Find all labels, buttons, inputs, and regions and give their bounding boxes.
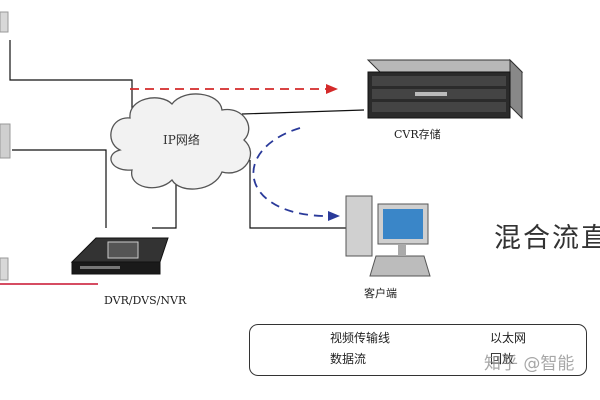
dvr-device	[70, 237, 169, 275]
camera-device-middle	[0, 123, 11, 159]
cvr-storage-device	[366, 58, 524, 120]
data-stream-arrow	[130, 84, 338, 94]
legend-data-stream-label: 数据流	[330, 352, 367, 366]
ethernet-lines	[9, 40, 365, 229]
camera-device-top	[0, 11, 9, 33]
legend-playback-label: 回放	[490, 352, 515, 366]
cvr-storage-label: CVR存储	[394, 128, 441, 141]
zhihu-watermark: 知乎 @智能	[484, 354, 575, 374]
ip-network-label: IP网络	[163, 133, 200, 147]
legend-ethernet-label: 以太网	[490, 331, 527, 345]
client-label: 客户端	[364, 287, 397, 300]
diagram-heading: 混合流直	[494, 223, 600, 254]
legend	[249, 324, 587, 376]
ip-network-cloud	[110, 93, 251, 190]
legend-video-line-label: 视频传输线	[330, 331, 391, 345]
camera-device-bottom	[0, 257, 9, 281]
playback-arrow	[252, 127, 340, 221]
client-computer	[345, 195, 431, 277]
dvr-label: DVR/DVS/NVR	[104, 294, 187, 307]
